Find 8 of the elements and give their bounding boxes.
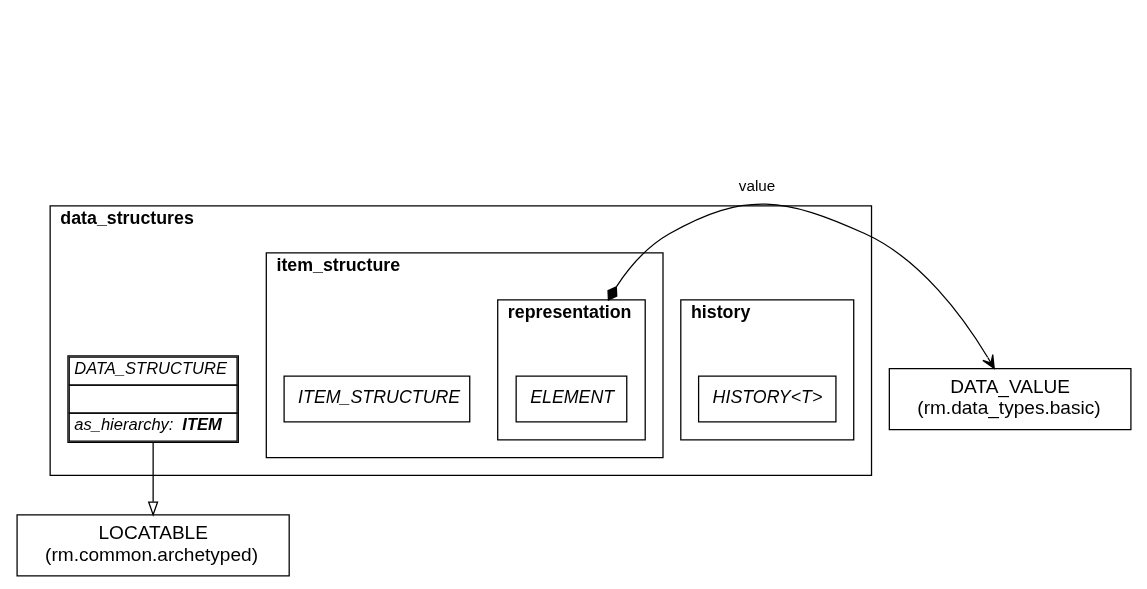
node-box: HISTORY<T> [697, 375, 837, 423]
arrow [147, 442, 158, 517]
node-box: ELEMENT [515, 375, 627, 423]
node-box: DATA_VALUE (rm.data_types.basic) [888, 367, 1132, 431]
edge-label: value [738, 177, 775, 195]
node-box: LOCATABLE (rm.common.archetyped) [15, 514, 290, 577]
arrow [606, 203, 995, 370]
node-box: ITEM_STRUCTURE [282, 375, 470, 423]
